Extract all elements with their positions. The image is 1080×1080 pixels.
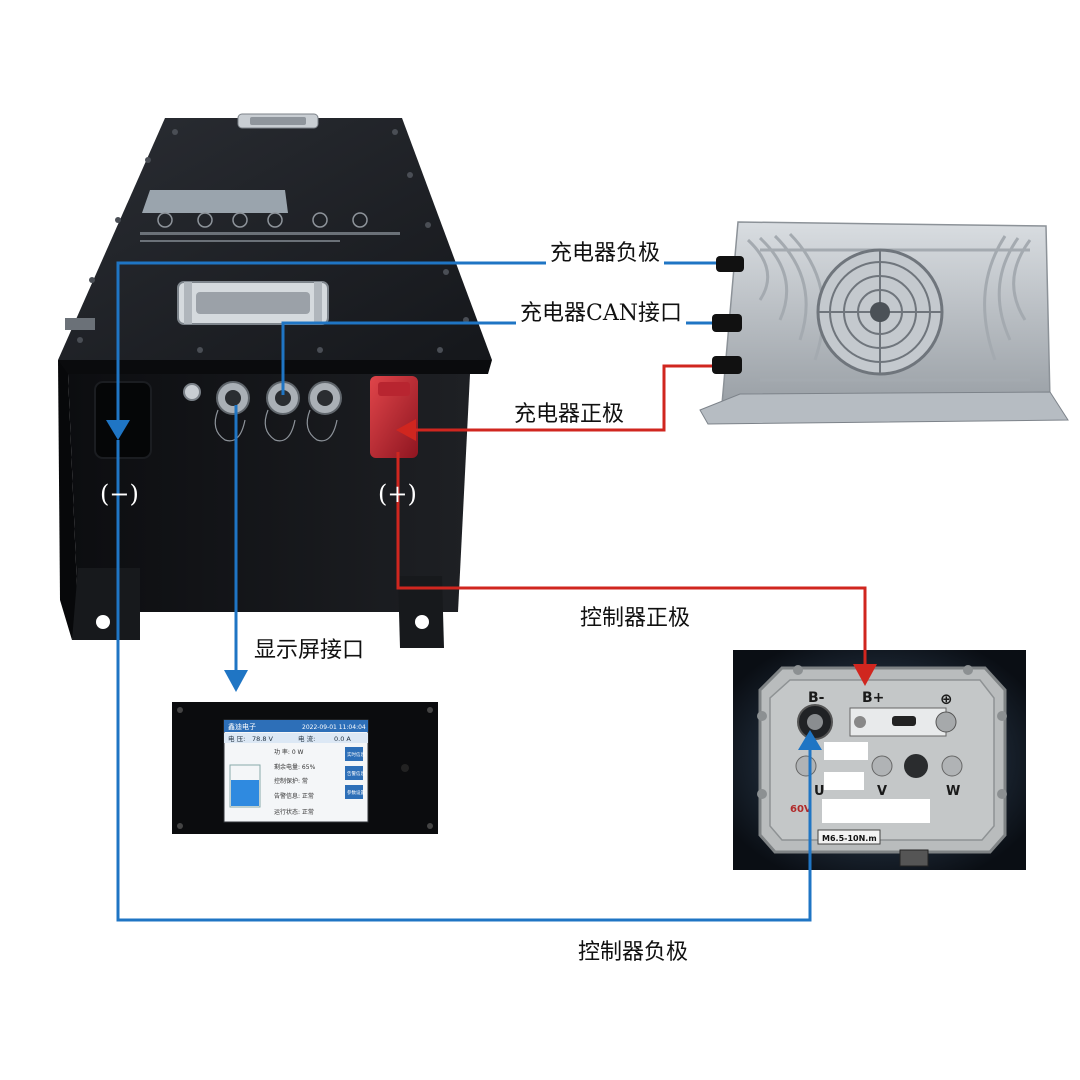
label-b-plus: B+ bbox=[862, 690, 884, 706]
battery-positive-mark: (+) bbox=[378, 480, 417, 508]
display-voltage-value: 78.8 V bbox=[252, 735, 274, 743]
label-u: U bbox=[814, 784, 825, 799]
label-controller-negative: 控制器负极 bbox=[574, 934, 692, 966]
label-v: V bbox=[877, 784, 887, 799]
redaction-block bbox=[822, 799, 930, 823]
ground-icon: ⊕ bbox=[940, 690, 953, 708]
display-power-row: 功 率: 0 W bbox=[274, 748, 304, 756]
label-display-port: 显示屏接口 bbox=[250, 632, 368, 664]
connector-display bbox=[217, 382, 249, 414]
battery-negative-mark: (−) bbox=[100, 480, 139, 508]
wire-controller-positive bbox=[398, 452, 865, 668]
display-remaining-row: 剩余电量: 65% bbox=[274, 763, 316, 771]
display-panel: 鑫迪电子 2022-09-01 11:04:04 电 压: 78.8 V 电 流… bbox=[172, 702, 438, 834]
display-datetime: 2022-09-01 11:04:04 bbox=[302, 724, 366, 731]
label-w: W bbox=[946, 784, 960, 799]
charger-fan bbox=[818, 250, 942, 374]
label-charger-can: 充电器CAN接口 bbox=[516, 295, 686, 327]
label-controller-positive: 控制器正极 bbox=[576, 600, 694, 632]
top-handle bbox=[238, 114, 318, 128]
connector-aux bbox=[309, 382, 341, 414]
display-current-value: 0.0 A bbox=[334, 735, 351, 743]
redaction-block bbox=[824, 772, 864, 790]
label-b-minus: B- bbox=[808, 690, 825, 706]
label-charger-negative: 充电器负极 bbox=[546, 235, 664, 267]
display-voltage-label: 电 压: bbox=[228, 734, 245, 743]
redaction-block bbox=[824, 742, 868, 760]
left-foot bbox=[72, 568, 140, 640]
display-mgmt-row: 告警信息: 正常 bbox=[274, 792, 314, 800]
arrow-display bbox=[224, 670, 248, 692]
battery-pack bbox=[58, 114, 492, 648]
soc-gauge-fill bbox=[231, 780, 259, 806]
display-status-row: 运行状态: 正常 bbox=[274, 808, 314, 816]
controller: B- B+ ⊕ U V W 60V M6.5-10N.m bbox=[733, 650, 1026, 870]
display-btn1-text: 实时信息 bbox=[347, 751, 365, 758]
display-current-label: 电 流: bbox=[298, 734, 315, 743]
display-brand: 鑫迪电子 bbox=[228, 722, 256, 731]
charger-gland-positive bbox=[712, 356, 742, 374]
charger bbox=[700, 222, 1068, 424]
label-charger-positive: 充电器正极 bbox=[510, 396, 628, 428]
spec-label bbox=[142, 190, 288, 213]
power-button bbox=[184, 384, 200, 400]
display-protect-row: 控制保护: 常 bbox=[274, 777, 308, 785]
display-btn2-text: 告警信息 bbox=[347, 770, 365, 777]
display-btn3-text: 参数设置 bbox=[347, 789, 365, 796]
charger-gland-can bbox=[712, 314, 742, 332]
middle-handle bbox=[178, 282, 328, 324]
charger-gland-negative bbox=[716, 256, 744, 272]
torque-text: M6.5-10N.m bbox=[822, 834, 877, 843]
